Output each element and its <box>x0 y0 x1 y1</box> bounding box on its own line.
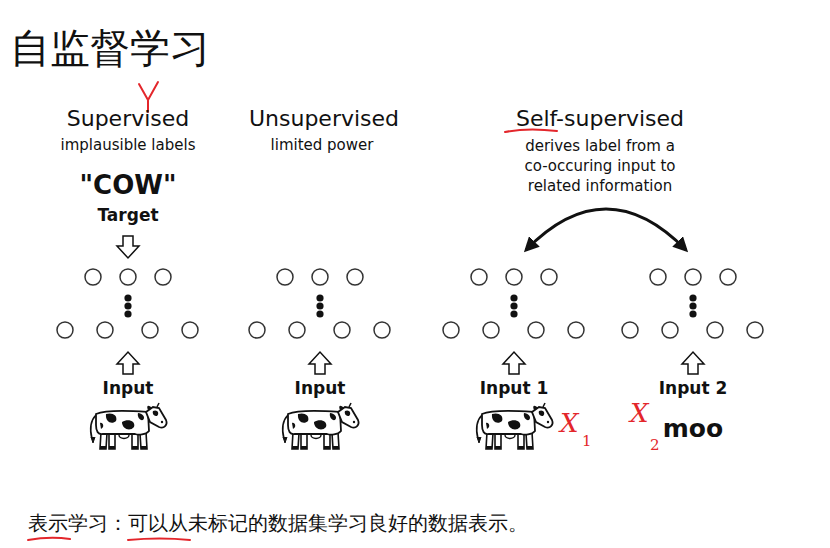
caption: 表示学习：可以从未标记的数据集学习良好的数据表示。 <box>28 511 528 535</box>
handwritten-mark: X <box>560 408 579 439</box>
column-heading: Unsupervised <box>249 106 399 132</box>
input-word: moo <box>663 414 723 444</box>
column-subtitle: derives label from a co-occuring input t… <box>512 136 688 196</box>
neural-networks <box>57 269 763 338</box>
input-label: Input <box>103 378 154 398</box>
input-label: Input <box>295 378 346 398</box>
up-arrows <box>117 352 704 374</box>
handwritten-mark: X <box>630 398 649 429</box>
column-subtitle: implausible labels <box>61 136 196 154</box>
column-heading: Supervised <box>67 106 190 132</box>
red-annotations <box>28 82 557 540</box>
page-title: 自监督学习 <box>10 24 210 72</box>
handwritten-subscript: 2 <box>650 436 660 454</box>
double-arrow <box>526 209 686 250</box>
down-arrow <box>117 236 139 258</box>
column-subtitle: limited power <box>271 136 374 154</box>
handwritten-subscript: 1 <box>582 432 592 450</box>
column-heading: Self-supervised <box>516 106 684 132</box>
cow-pictures <box>91 403 553 449</box>
input-label: Input 2 <box>659 378 728 398</box>
input-label: Input 1 <box>480 378 549 398</box>
target-caption: Target <box>97 205 158 225</box>
target-label: "COW" <box>80 170 177 201</box>
